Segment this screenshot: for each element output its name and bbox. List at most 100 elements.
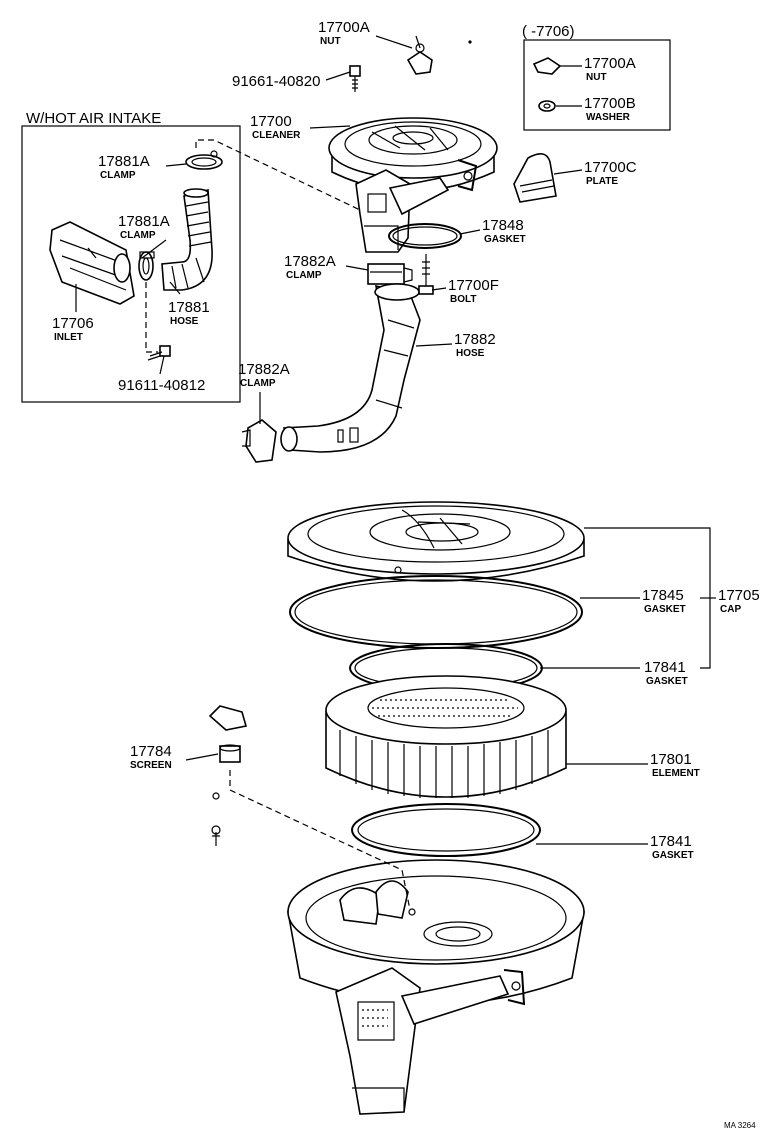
gasket-17845-inner <box>294 579 578 645</box>
cap-17705-drawing <box>287 501 585 582</box>
part-number: 17848 <box>482 217 524 234</box>
part-number: 17700F <box>448 277 499 294</box>
label-p03: 17700 CLEANER <box>250 113 301 141</box>
part-desc: CLAMP <box>240 378 276 389</box>
part-number: 17882 <box>454 331 496 348</box>
label-p01: 17700A NUT <box>318 19 370 47</box>
screen-17784-drawing <box>208 705 248 846</box>
label-p15: 17882 HOSE <box>454 331 496 359</box>
part-number: 17700A <box>584 55 636 72</box>
inset-washer-drawing <box>538 100 556 112</box>
clamp-17881a-lower-drawing <box>138 251 155 281</box>
hose-17881-drawing <box>161 188 213 291</box>
plate-drawing <box>513 153 557 203</box>
label-p14: 17700F BOLT <box>448 277 499 305</box>
part-number: 17841 <box>650 833 692 850</box>
part-number: 17700B <box>584 95 636 112</box>
part-number: 17882A <box>238 361 290 378</box>
gasket-17841-lower-drawing <box>351 803 541 857</box>
gasket-17841-lower-inner <box>357 808 535 852</box>
dashed-screen-base <box>229 770 411 911</box>
element-17801-drawing <box>325 675 567 798</box>
part-number: 91661-40820 <box>232 73 320 90</box>
label-p12: 91611-40812 <box>118 377 205 394</box>
part-desc: CAP <box>720 604 741 615</box>
part-labels: 17700A NUT 91661-40820 17700 CLEANER 177… <box>52 19 760 861</box>
part-number: 91611-40812 <box>118 377 205 394</box>
part-desc: ELEMENT <box>652 768 700 779</box>
nut-top-drawing <box>406 35 433 75</box>
part-desc: HOSE <box>456 348 485 359</box>
hot-air-intake-title: W/HOT AIR INTAKE <box>26 110 161 127</box>
part-number: 17706 <box>52 315 94 332</box>
part-number: 17881A <box>98 153 150 170</box>
inset-box-title: ( -7706) <box>522 23 575 40</box>
clamp-17882a-lower-drawing <box>241 419 277 463</box>
inset-nut-drawing <box>532 57 562 75</box>
part-number: 17841 <box>644 659 686 676</box>
label-p09: 17881A CLAMP <box>118 213 170 241</box>
gasket-17845-drawing <box>289 575 583 649</box>
part-desc: SCREEN <box>130 760 172 771</box>
label-p02: 91661-40820 <box>232 73 320 90</box>
label-p20: 17784 SCREEN <box>130 743 172 771</box>
label-p18: 17705 CAP <box>718 587 760 615</box>
label-p17: 17845 GASKET <box>642 587 686 615</box>
part-number: 17784 <box>130 743 172 760</box>
part-desc: GASKET <box>652 850 694 861</box>
part-number: 17705 <box>718 587 760 604</box>
diagram-code: MA 3264 <box>724 1121 756 1130</box>
part-number: 17801 <box>650 751 692 768</box>
label-p19: 17841 GASKET <box>644 659 688 687</box>
part-desc: BOLT <box>450 294 476 305</box>
part-desc: HOSE <box>170 316 199 327</box>
dashed-inlet-bolt <box>145 282 158 353</box>
clamp-17881a-upper-drawing <box>185 150 223 170</box>
bolt-91661-drawing <box>349 65 361 92</box>
label-p16: 17882A CLAMP <box>238 361 290 389</box>
label-p05: 17700B WASHER <box>584 95 636 123</box>
part-number: 17881A <box>118 213 170 230</box>
label-p10: 17881 HOSE <box>168 299 210 327</box>
inlet-17706-drawing <box>49 221 135 305</box>
part-desc: NUT <box>586 72 607 83</box>
part-desc: CLAMP <box>120 230 156 241</box>
bolt-17700f-drawing <box>418 254 434 295</box>
label-p08: 17881A CLAMP <box>98 153 150 181</box>
part-desc: GASKET <box>484 234 526 245</box>
part-number: 17700A <box>318 19 370 36</box>
label-p06: 17700C PLATE <box>584 159 637 187</box>
clamp-17882a-upper-drawing <box>367 263 413 285</box>
label-p04: 17700A NUT <box>584 55 636 83</box>
part-desc: INLET <box>54 332 83 343</box>
gasket-17848-inner <box>392 226 458 246</box>
part-desc: GASKET <box>644 604 686 615</box>
dashed-hose-cleaner <box>195 139 361 211</box>
part-desc: CLAMP <box>100 170 136 181</box>
hot-air-intake-box: W/HOT AIR INTAKE <box>21 110 241 403</box>
label-p22: 17841 GASKET <box>650 833 694 861</box>
part-number: 17845 <box>642 587 684 604</box>
bolt-91611-drawing <box>147 345 171 361</box>
gasket-17848-drawing <box>388 223 462 249</box>
marker-dot <box>468 40 472 44</box>
part-number: 17882A <box>284 253 336 270</box>
part-number: 17881 <box>168 299 210 316</box>
part-desc: CLAMP <box>286 270 322 281</box>
part-desc: NUT <box>320 36 341 47</box>
part-number: 17700C <box>584 159 637 176</box>
part-desc: WASHER <box>586 112 631 123</box>
cleaner-base-drawing <box>287 859 585 1115</box>
part-desc: CLEANER <box>252 130 301 141</box>
label-p07: 17848 GASKET <box>482 217 526 245</box>
label-p21: 17801 ELEMENT <box>650 751 700 779</box>
part-desc: PLATE <box>586 176 618 187</box>
part-desc: GASKET <box>646 676 688 687</box>
label-p13: 17882A CLAMP <box>284 253 336 281</box>
leader-lines <box>75 35 716 845</box>
inset-box: ( -7706) <box>522 23 671 131</box>
cleaner-assembly-drawing <box>328 117 498 253</box>
part-number: 17700 <box>250 113 292 130</box>
label-p11: 17706 INLET <box>52 315 94 343</box>
